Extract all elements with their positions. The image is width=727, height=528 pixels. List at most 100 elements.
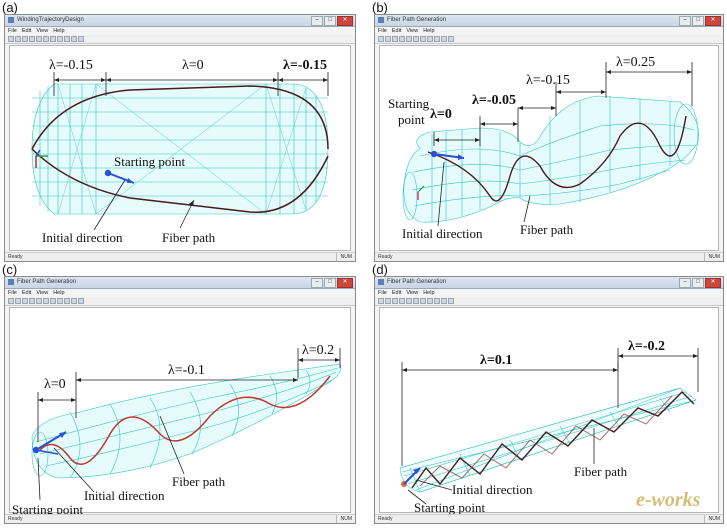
save-icon[interactable] <box>392 298 398 304</box>
rotate-icon[interactable] <box>57 298 63 304</box>
zoom-icon[interactable] <box>441 298 447 304</box>
app-icon <box>378 17 384 23</box>
maximize-button[interactable]: □ <box>324 278 336 288</box>
menu-help[interactable]: Help <box>423 290 435 296</box>
window-title: Fiber Path Generation <box>387 279 447 285</box>
open-icon[interactable] <box>15 298 21 304</box>
status-right: NUM <box>335 253 352 261</box>
copy-icon[interactable] <box>36 298 42 304</box>
title-bar[interactable]: Fiber Path Generation –□✕ <box>375 15 723 27</box>
copy-icon[interactable] <box>406 298 412 304</box>
zoom-icon[interactable] <box>71 36 77 42</box>
copy-icon[interactable] <box>36 36 42 42</box>
paste-icon[interactable] <box>43 36 49 42</box>
menu-view[interactable]: View <box>36 290 49 296</box>
open-icon[interactable] <box>385 36 391 42</box>
menu-file[interactable]: File <box>378 28 387 34</box>
window-title: WindingTrajectoryDesign <box>17 17 84 23</box>
save-icon[interactable] <box>22 298 28 304</box>
menu-file[interactable]: File <box>8 290 17 296</box>
title-bar[interactable]: WindingTrajectoryDesign –□✕ <box>5 15 355 27</box>
panel-letter-a: (a) <box>2 0 18 15</box>
axis-gizmo-icon <box>35 149 48 168</box>
zoom-icon[interactable] <box>71 298 77 304</box>
lambda-label-2: λ=-0.1 <box>168 363 205 378</box>
menu-help[interactable]: Help <box>53 28 65 34</box>
menu-edit[interactable]: Edit <box>391 290 402 296</box>
about-icon[interactable] <box>448 298 454 304</box>
rotate-icon[interactable] <box>427 298 433 304</box>
paste-icon[interactable] <box>413 36 419 42</box>
close-button[interactable]: ✕ <box>337 278 353 288</box>
menu-edit[interactable]: Edit <box>21 28 32 34</box>
status-bar: Ready NUM <box>375 514 723 523</box>
menu-view[interactable]: View <box>406 290 419 296</box>
cut-icon[interactable] <box>399 36 405 42</box>
open-icon[interactable] <box>15 36 21 42</box>
paste-icon[interactable] <box>43 298 49 304</box>
print-icon[interactable] <box>420 36 426 42</box>
initial-direction-label: Initial direction <box>42 230 123 245</box>
menu-view[interactable]: View <box>36 28 49 34</box>
menu-bar: File Edit View Help <box>5 289 355 297</box>
new-icon[interactable] <box>378 36 384 42</box>
about-icon[interactable] <box>78 298 84 304</box>
menu-help[interactable]: Help <box>423 28 435 34</box>
menu-edit[interactable]: Edit <box>21 290 32 296</box>
rotate-icon[interactable] <box>427 36 433 42</box>
copy-icon[interactable] <box>406 36 412 42</box>
toolbar <box>375 297 723 306</box>
menu-edit[interactable]: Edit <box>391 28 402 34</box>
lambda-label-3: λ=-0.15 <box>526 73 570 88</box>
pan-icon[interactable] <box>434 36 440 42</box>
viewport-3d[interactable]: λ=-0.15 λ=0 λ=-0.15 Starting point Initi… <box>9 45 351 251</box>
close-button[interactable]: ✕ <box>337 16 353 26</box>
pan-icon[interactable] <box>434 298 440 304</box>
cut-icon[interactable] <box>29 298 35 304</box>
menu-file[interactable]: File <box>378 290 387 296</box>
viewport-3d[interactable]: λ=0 λ=-0.1 λ=0.2 Starting point Initial … <box>9 307 351 514</box>
save-icon[interactable] <box>22 36 28 42</box>
maximize-button[interactable]: □ <box>324 16 336 26</box>
minimize-button[interactable]: – <box>311 16 323 26</box>
title-bar[interactable]: Fiber Path Generation –□✕ <box>5 277 355 289</box>
rotate-icon[interactable] <box>57 36 63 42</box>
print-icon[interactable] <box>50 36 56 42</box>
toolbar <box>375 35 723 44</box>
minimize-button[interactable]: – <box>311 278 323 288</box>
panel-letter-b: (b) <box>372 0 388 15</box>
pan-icon[interactable] <box>64 36 70 42</box>
title-bar[interactable]: Fiber Path Generation –□✕ <box>375 277 723 289</box>
about-icon[interactable] <box>448 36 454 42</box>
open-icon[interactable] <box>385 298 391 304</box>
menu-bar: File Edit View Help <box>375 289 723 297</box>
about-icon[interactable] <box>78 36 84 42</box>
maximize-button[interactable]: □ <box>692 278 704 288</box>
paste-icon[interactable] <box>413 298 419 304</box>
print-icon[interactable] <box>420 298 426 304</box>
new-icon[interactable] <box>8 36 14 42</box>
menu-bar: File Edit View Help <box>375 27 723 35</box>
fiber-path-line <box>31 85 329 150</box>
close-button[interactable]: ✕ <box>705 16 721 26</box>
lambda-label-right: λ=-0.15 <box>283 58 327 73</box>
menu-help[interactable]: Help <box>53 290 65 296</box>
save-icon[interactable] <box>392 36 398 42</box>
print-icon[interactable] <box>50 298 56 304</box>
menu-view[interactable]: View <box>406 28 419 34</box>
close-button[interactable]: ✕ <box>705 278 721 288</box>
cut-icon[interactable] <box>399 298 405 304</box>
viewport-3d[interactable]: λ=0.1 λ=-0.2 Starting point Initial dire… <box>379 307 719 514</box>
pan-icon[interactable] <box>64 298 70 304</box>
maximize-button[interactable]: □ <box>692 16 704 26</box>
viewport-3d[interactable]: λ=0 λ=-0.05 λ=-0.15 λ=0.25 Starting poin… <box>379 45 719 251</box>
menu-file[interactable]: File <box>8 28 17 34</box>
new-icon[interactable] <box>8 298 14 304</box>
zoom-icon[interactable] <box>441 36 447 42</box>
cut-icon[interactable] <box>29 36 35 42</box>
minimize-button[interactable]: – <box>679 278 691 288</box>
starting-point-label: Starting point <box>114 154 186 169</box>
new-icon[interactable] <box>378 298 384 304</box>
minimize-button[interactable]: – <box>679 16 691 26</box>
mandrel-mesh <box>399 387 697 493</box>
